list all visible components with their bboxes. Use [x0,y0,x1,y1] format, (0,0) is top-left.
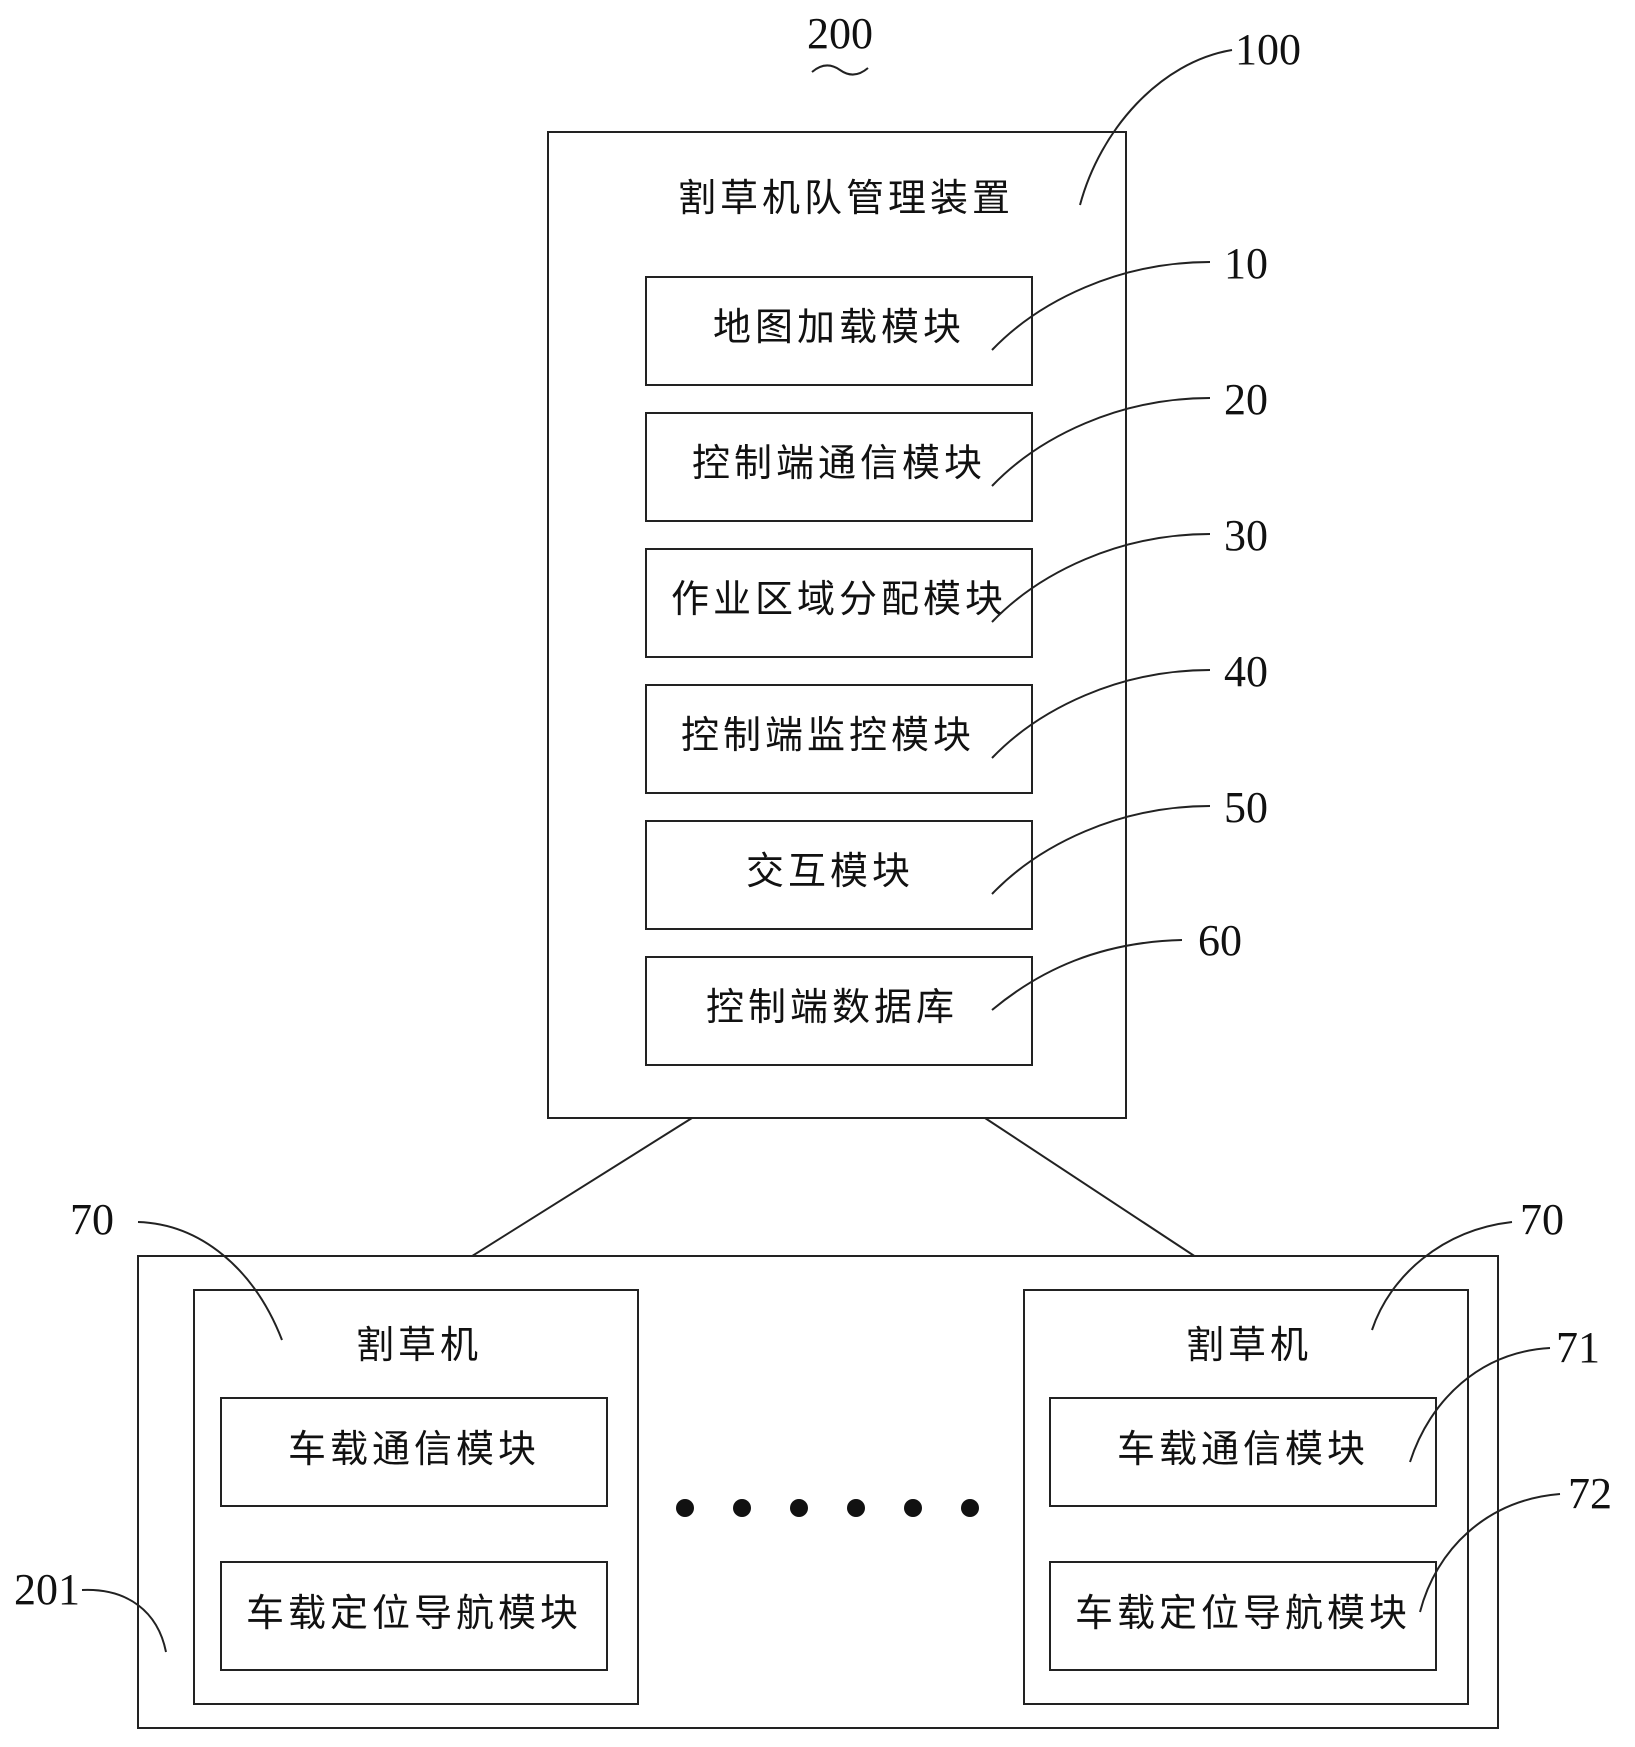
ref-left-mower-70: 70 [70,1195,114,1244]
ref-mower-group-201: 201 [14,1565,80,1614]
management-device-title: 割草机队管理装置 [678,176,1014,220]
map-loading-module-box [645,276,1033,386]
interaction-module-label: 交互模块 [746,849,914,893]
map-loading-module-label: 地图加载模块 [713,305,965,349]
control-database-label: 控制端数据库 [706,985,958,1029]
leader-module-40 [991,669,1211,759]
left-vehicle-nav-label: 车载定位导航模块 [246,1591,582,1635]
ref-system-tilde [811,64,869,76]
right-vehicle-comm-box [1049,1397,1437,1507]
control-comm-module-label: 控制端通信模块 [692,441,986,485]
leader-module-30 [991,533,1211,623]
leader-module-20 [991,397,1211,487]
ref-module-10: 10 [1224,239,1268,288]
left-vehicle-comm-label: 车载通信模块 [288,1427,540,1471]
ref-module-50: 50 [1224,783,1268,832]
ref-module-30: 30 [1224,511,1268,560]
right-vehicle-nav-label: 车载定位导航模块 [1075,1591,1411,1635]
leader-module-60 [991,939,1183,1011]
ref-module-40: 40 [1224,647,1268,696]
ellipsis-dot [790,1499,808,1517]
right-vehicle-comm-label: 车载通信模块 [1117,1427,1369,1471]
left-vehicle-comm-box [220,1397,608,1507]
leader-device-100 [1079,49,1233,206]
ref-module-20: 20 [1224,375,1268,424]
area-allocation-module-label: 作业区域分配模块 [671,577,1007,621]
leader-left-mower-70 [137,1221,283,1341]
control-database-box [645,956,1033,1066]
leader-vehicle-comm-71 [1409,1347,1551,1463]
ellipsis-dot [733,1499,751,1517]
leader-mower-group-201 [81,1588,167,1653]
ellipsis-dot [904,1499,922,1517]
leader-module-50 [991,805,1211,895]
ref-right-mower-70: 70 [1520,1195,1564,1244]
more-mowers-ellipsis [676,1499,979,1517]
control-monitor-module-box [645,684,1033,794]
ellipsis-dot [961,1499,979,1517]
leader-vehicle-nav-72 [1419,1493,1561,1613]
ref-system-200: 200 [807,9,873,58]
ref-module-60: 60 [1198,916,1242,965]
ref-vehicle-comm-71: 71 [1556,1323,1600,1372]
ellipsis-dot [676,1499,694,1517]
left-mower-title: 割草机 [356,1323,482,1367]
area-allocation-module-box [645,548,1033,658]
right-mower-title: 割草机 [1186,1323,1312,1367]
left-vehicle-nav-box [220,1561,608,1671]
control-monitor-module-label: 控制端监控模块 [681,713,975,757]
leader-module-10 [991,261,1211,351]
ellipsis-dot [847,1499,865,1517]
control-comm-module-box [645,412,1033,522]
ref-device-100: 100 [1235,25,1301,74]
leader-right-mower-70 [1371,1221,1513,1331]
ref-vehicle-nav-72: 72 [1568,1469,1612,1518]
interaction-module-box [645,820,1033,930]
right-vehicle-nav-box [1049,1561,1437,1671]
